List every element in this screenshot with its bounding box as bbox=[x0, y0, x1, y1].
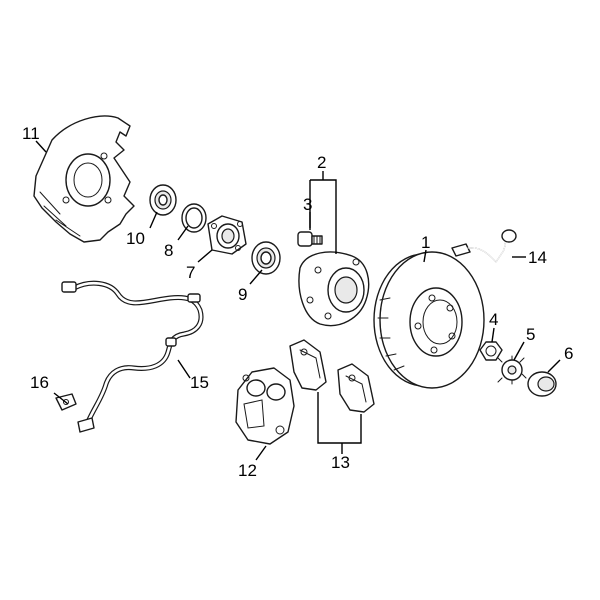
callout-9: 9 bbox=[238, 285, 247, 304]
callout-15: 15 bbox=[190, 373, 209, 392]
part-snap-ring bbox=[181, 203, 207, 233]
leader-10 bbox=[149, 211, 158, 229]
leader-12 bbox=[255, 445, 267, 461]
leader-8 bbox=[177, 225, 189, 241]
part-hub bbox=[298, 251, 370, 327]
leader-6 bbox=[547, 359, 561, 373]
callout-4: 4 bbox=[489, 310, 498, 329]
callout-10: 10 bbox=[126, 229, 145, 248]
leader-lines bbox=[35, 140, 561, 461]
part-seal bbox=[149, 184, 177, 216]
callout-5: 5 bbox=[526, 325, 535, 344]
callout-3: 3 bbox=[303, 195, 312, 214]
callout-labels: 11 10 8 7 9 2 3 1 14 4 5 6 12 13 15 16 bbox=[22, 124, 573, 480]
leader-1 bbox=[423, 249, 427, 263]
leader-9 bbox=[249, 269, 263, 285]
callout-11: 11 bbox=[22, 124, 40, 143]
leader-15 bbox=[177, 359, 191, 379]
callout-1: 1 bbox=[421, 233, 430, 252]
part-tone-ring bbox=[497, 355, 527, 385]
callout-14: 14 bbox=[528, 248, 547, 267]
leader-4 bbox=[491, 327, 495, 343]
part-wheel-stud bbox=[297, 231, 323, 247]
callout-2: 2 bbox=[317, 153, 326, 172]
part-dust-shield bbox=[33, 115, 135, 243]
callout-13: 13 bbox=[331, 453, 350, 472]
callout-16: 16 bbox=[30, 373, 49, 392]
leader-5 bbox=[513, 341, 525, 361]
callout-8: 8 bbox=[164, 241, 173, 260]
part-rotor bbox=[373, 251, 485, 389]
callout-7: 7 bbox=[186, 263, 195, 282]
part-dust-cap bbox=[527, 371, 557, 397]
part-caliper bbox=[235, 367, 295, 445]
part-brake-hose bbox=[451, 229, 517, 263]
callout-6: 6 bbox=[564, 344, 573, 363]
part-bearing-housing bbox=[207, 215, 247, 255]
part-brake-pads bbox=[289, 339, 375, 413]
part-hub-bearing bbox=[251, 241, 281, 275]
part-abs-wire bbox=[61, 280, 204, 433]
leader-16 bbox=[53, 392, 69, 405]
leader-11 bbox=[35, 140, 47, 153]
leader-7 bbox=[197, 249, 213, 263]
part-nut bbox=[479, 341, 503, 361]
callout-12: 12 bbox=[238, 461, 257, 480]
leader-13 bbox=[317, 392, 362, 454]
